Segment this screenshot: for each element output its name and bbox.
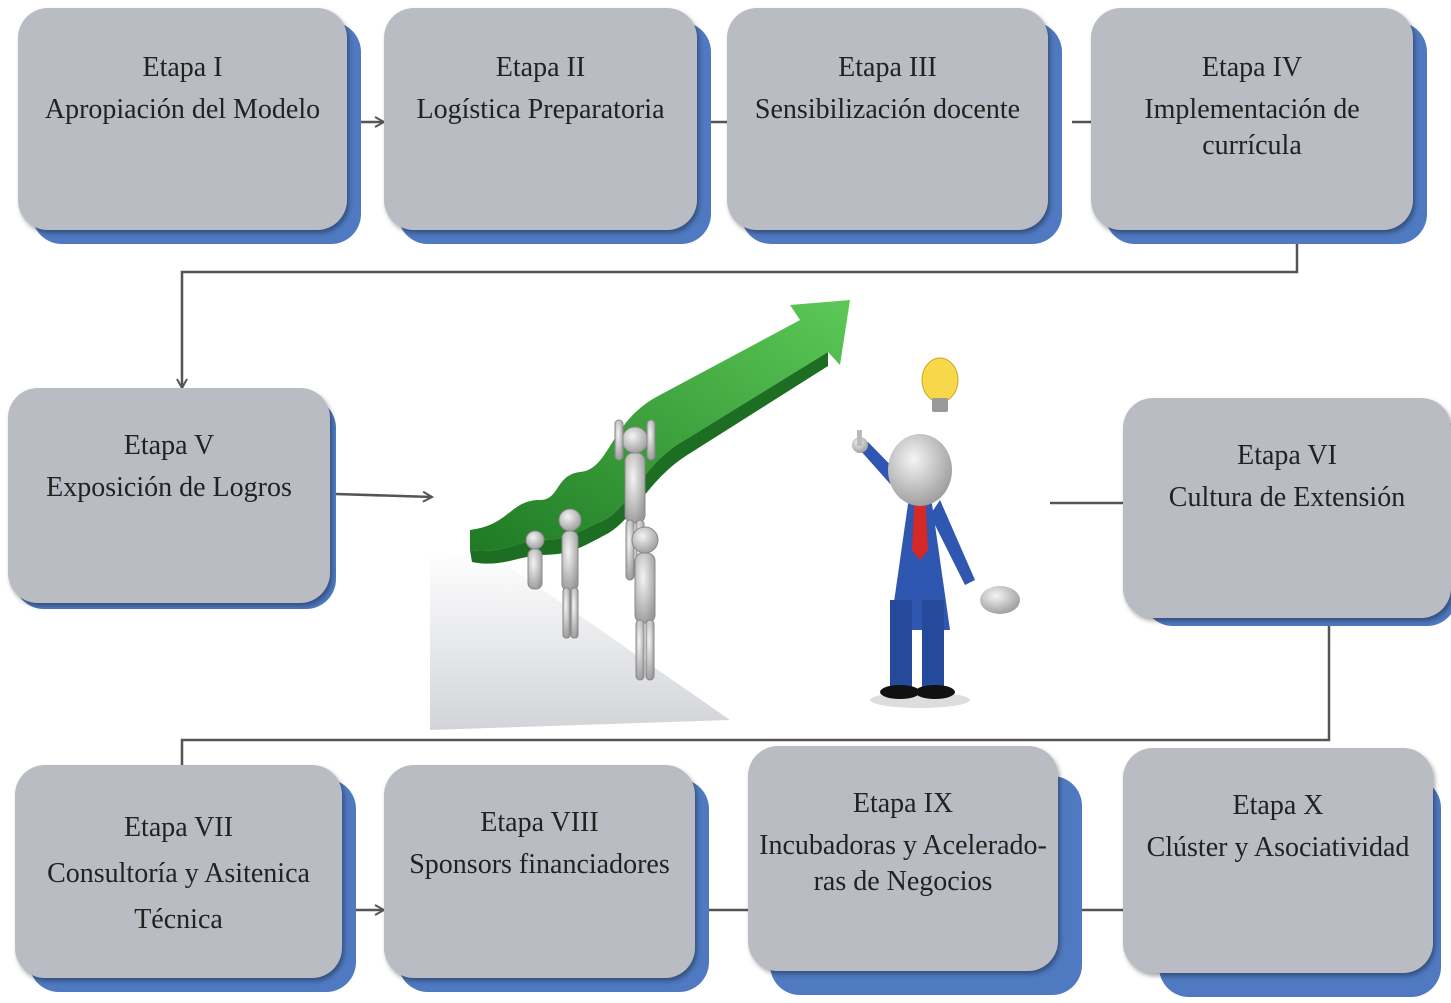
stage-3-label: Sensibilización docente	[754, 93, 1021, 125]
stage-9-label-line-2: ras de Negocios	[813, 865, 993, 897]
stage-1-label: Apropiación del Modelo	[44, 93, 321, 125]
stage-4-label-line-1: Implementación de	[1144, 93, 1360, 125]
growth-illustration	[430, 300, 1020, 730]
people-lifting-arrow-icon	[525, 419, 659, 681]
stage-10-title: Etapa X	[1232, 790, 1324, 821]
stage-5-label: Exposición de Logros	[46, 471, 292, 503]
stage-5: Etapa V Exposición de Logros	[8, 388, 336, 609]
stage-6-label: Cultura de Extensión	[1168, 481, 1406, 513]
green-arrow-icon	[470, 300, 850, 564]
stage-10: Etapa X Clúster y Asociatividad	[1123, 748, 1441, 997]
stage-8-label: Sponsors financiadores	[409, 848, 670, 880]
stage-4: Etapa IV Implementación de currícula	[1091, 8, 1427, 244]
stage-9: Etapa IX Incubadoras y Acelerado- ras de…	[748, 746, 1082, 995]
stage-1: Etapa I Apropiación del Modelo	[18, 8, 361, 244]
stage-6-title: Etapa VI	[1237, 440, 1337, 471]
stage-9-title: Etapa IX	[852, 788, 954, 819]
stage-6: Etapa VI Cultura de Extensión	[1123, 398, 1451, 626]
stage-1-title: Etapa I	[142, 52, 223, 83]
stage-3-title: Etapa III	[838, 52, 937, 83]
stage-10-label: Clúster y Asociatividad	[1146, 831, 1410, 863]
stage-7-label-line-2: Técnica	[134, 904, 223, 936]
stage-8-title: Etapa VIII	[480, 807, 599, 838]
stage-5-title: Etapa V	[123, 430, 215, 461]
connector-6-7	[180, 618, 1331, 765]
stage-8: Etapa VIII Sponsors financiadores	[384, 765, 709, 992]
stage-7-title: Etapa VII	[123, 812, 234, 843]
floor-shadow	[430, 550, 730, 730]
lightbulb-icon	[921, 357, 959, 412]
connector-5-center	[335, 494, 432, 497]
stage-2: Etapa II Logística Preparatoria	[384, 8, 711, 244]
stage-4-title: Etapa IV	[1201, 52, 1303, 83]
businessman-icon	[852, 430, 1020, 708]
stage-7-label-line-1: Consultoría y Asitenica	[47, 858, 310, 890]
stage-3: Etapa III Sensibilización docente	[727, 8, 1062, 244]
connector-4-5	[182, 230, 1299, 388]
stage-7: Etapa VII Consultoría y Asitenica Técnic…	[15, 765, 356, 992]
stage-2-label: Logística Preparatoria	[416, 93, 665, 125]
stage-4-label-line-2: currícula	[1202, 129, 1302, 161]
stage-9-label-line-1: Incubadoras y Acelerado-	[759, 829, 1047, 861]
stage-2-title: Etapa II	[495, 52, 586, 83]
